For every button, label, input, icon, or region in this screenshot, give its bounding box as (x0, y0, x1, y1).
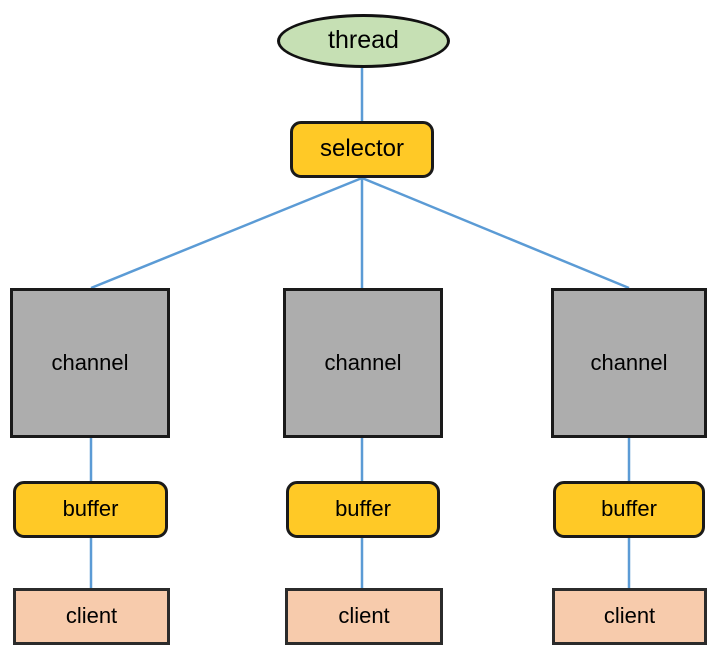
edge-selector-channel-3 (361, 176, 630, 290)
node-channel-3[interactable]: channel (551, 288, 707, 438)
edge-selector-channel-1 (90, 176, 363, 290)
node-channel-2[interactable]: channel (283, 288, 443, 438)
node-channel-1[interactable]: channel (10, 288, 170, 438)
node-client-2[interactable]: client (285, 588, 443, 645)
node-selector[interactable]: selector (290, 121, 434, 178)
node-client-1[interactable]: client (13, 588, 170, 645)
node-buffer-3[interactable]: buffer (553, 481, 705, 538)
node-client-3[interactable]: client (552, 588, 707, 645)
node-thread[interactable]: thread (277, 14, 450, 68)
node-buffer-1[interactable]: buffer (13, 481, 168, 538)
node-buffer-2[interactable]: buffer (286, 481, 440, 538)
